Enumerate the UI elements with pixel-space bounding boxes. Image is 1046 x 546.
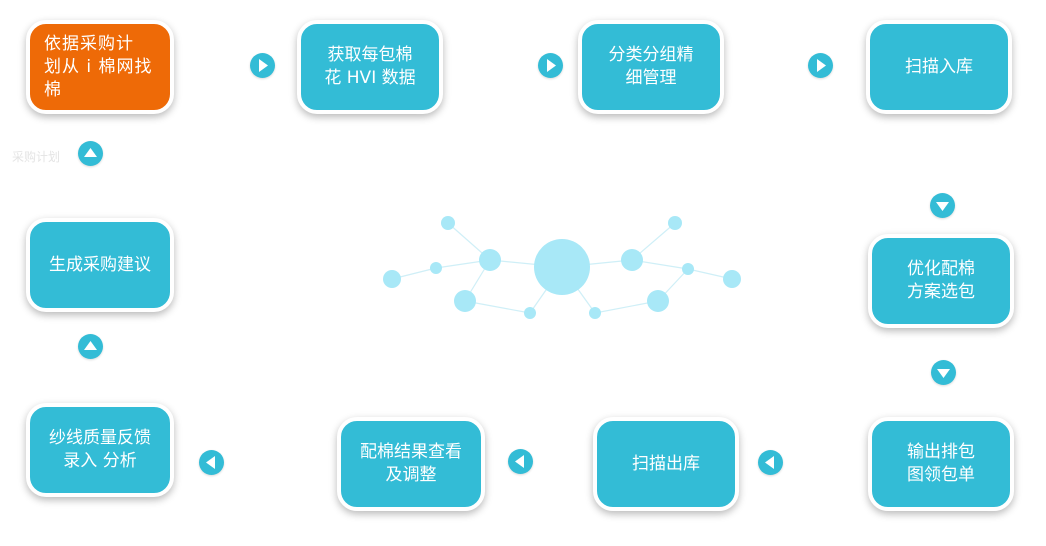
step-scan-in: 扫描入库	[866, 20, 1012, 114]
step-quality-feedback-label: 纱线质量反馈 录入 分析	[49, 428, 151, 471]
step-source-cotton-label: 依据采购计 划从 i 棉网找 棉	[44, 33, 153, 100]
step-optimize-blend: 优化配棉 方案选包	[868, 234, 1014, 328]
step-scan-out: 扫描出库	[593, 417, 739, 511]
step-purchase-advice-label: 生成采购建议	[49, 254, 151, 275]
network-graphic	[383, 216, 741, 319]
step-source-cotton: 依据采购计 划从 i 棉网找 棉	[26, 20, 174, 114]
chevron-right-icon	[250, 53, 275, 78]
chevron-down-icon	[931, 360, 956, 385]
step-output-layout-label: 输出排包 图领包单	[907, 442, 975, 485]
chevron-right-icon	[808, 53, 833, 78]
step-output-layout: 输出排包 图领包单	[868, 417, 1014, 511]
step-view-adjust-label: 配棉结果查看 及调整	[360, 442, 462, 485]
chevron-down-icon	[930, 193, 955, 218]
chevron-left-icon	[199, 450, 224, 475]
step-get-hvi-data-label: 获取每包棉 花 HVI 数据	[324, 45, 416, 88]
step-scan-in-label: 扫描入库	[905, 56, 973, 77]
network-nodes	[383, 216, 741, 319]
faint-background-label: 采购计划	[12, 150, 61, 164]
step-optimize-blend-label: 优化配棉 方案选包	[907, 259, 975, 302]
step-purchase-advice: 生成采购建议	[26, 218, 174, 312]
chevron-left-icon	[758, 450, 783, 475]
step-classify-group-label: 分类分组精 细管理	[608, 45, 694, 88]
chevron-left-icon	[508, 449, 533, 474]
step-get-hvi-data: 获取每包棉 花 HVI 数据	[297, 20, 443, 114]
chevron-right-icon	[538, 53, 563, 78]
step-scan-out-label: 扫描出库	[632, 453, 700, 474]
chevron-up-icon	[78, 334, 103, 359]
step-quality-feedback: 纱线质量反馈 录入 分析	[26, 403, 174, 497]
chevron-up-icon	[78, 141, 103, 166]
step-classify-group: 分类分组精 细管理	[578, 20, 724, 114]
step-view-adjust: 配棉结果查看 及调整	[337, 417, 485, 511]
